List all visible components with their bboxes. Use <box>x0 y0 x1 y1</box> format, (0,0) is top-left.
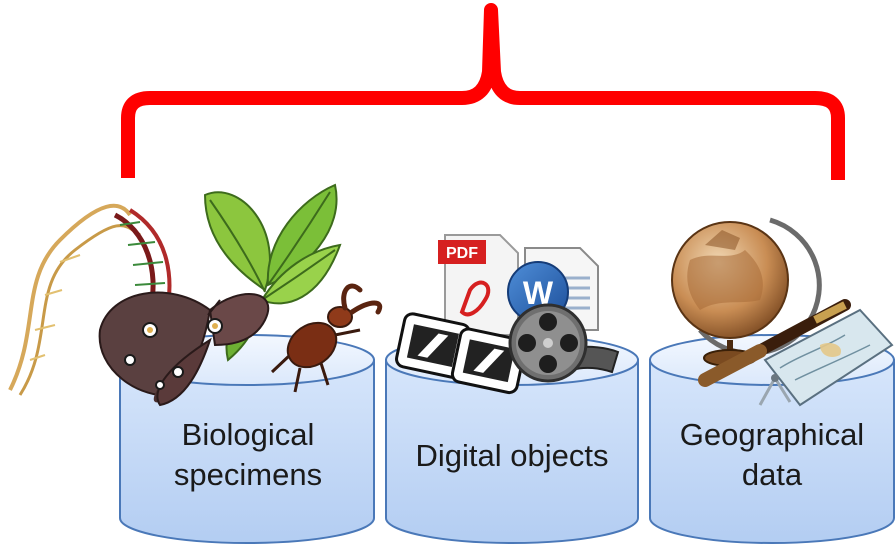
slides-icon <box>395 312 527 395</box>
compass-icon <box>758 374 792 406</box>
pdf-icon-text: PDF <box>446 245 478 262</box>
label-biological-specimens: Biological specimens <box>173 417 323 492</box>
telescope-icon <box>698 299 851 387</box>
map-icon <box>763 308 894 407</box>
curly-bracket <box>121 3 845 180</box>
pdf-file-icon: PDF <box>438 234 519 336</box>
film-reel-icon <box>508 303 620 383</box>
label-digital-objects: Digital objects <box>415 438 609 473</box>
beetle-icon <box>270 283 383 393</box>
butterfly-icon <box>98 291 270 407</box>
label-geographical-data: Geographical data <box>679 417 865 492</box>
